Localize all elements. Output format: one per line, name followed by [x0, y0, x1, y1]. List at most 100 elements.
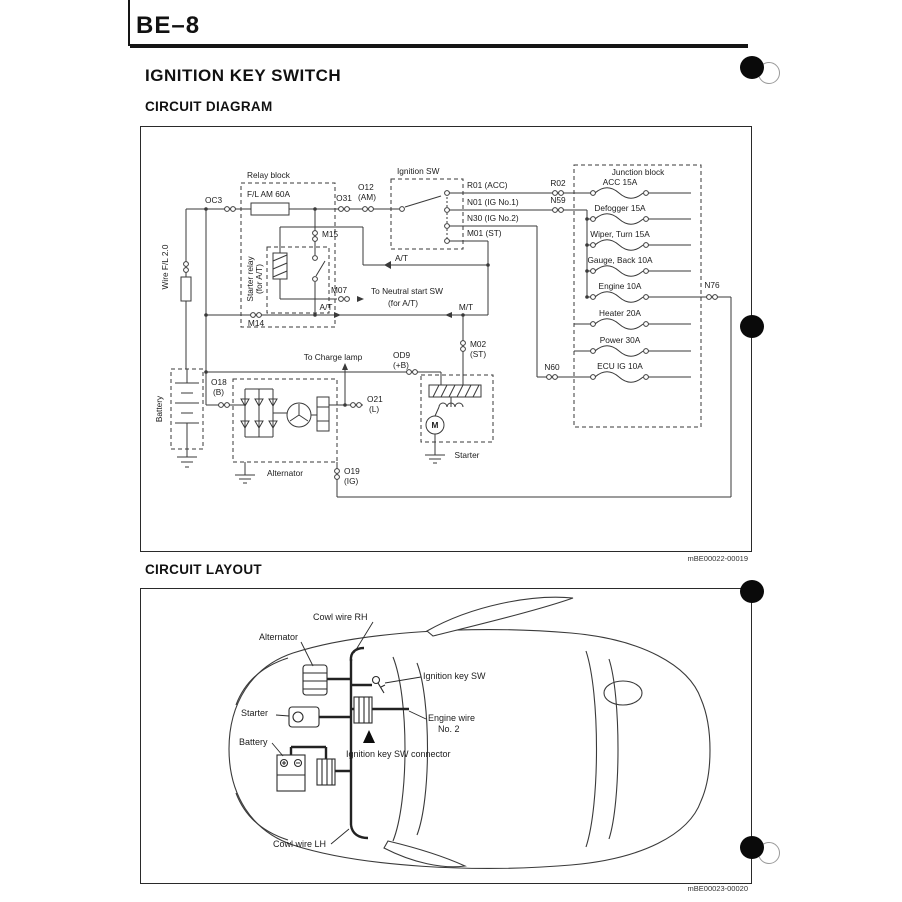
starter-relay-box: [266, 246, 330, 314]
mt-m14-label: M/T: [459, 302, 473, 312]
ignition-contact-am: [399, 206, 405, 212]
connector-circles: [183, 190, 718, 480]
at-coil-label: A/T: [395, 253, 408, 263]
charge-lamp-label: To Charge lamp: [304, 352, 363, 362]
rear-window-line: [585, 650, 598, 848]
o18-pin-label: (B): [213, 387, 224, 397]
connector-n59: [552, 207, 558, 213]
connector-o19: [334, 468, 340, 474]
n30-label: N30 (IG No.2): [467, 213, 519, 223]
connector-m14: [250, 312, 256, 318]
relay-contact: [312, 255, 318, 261]
m02-label: M02: [470, 339, 487, 349]
header-rule: [130, 44, 748, 48]
starter-relay-label-1: Starter relay: [245, 256, 255, 302]
connector-od9: [406, 369, 412, 375]
junction-block-label: Junction block: [612, 167, 665, 177]
circuit-diagram-svg: Relay block F/L AM 60A OC3 O31 O12 (AM) …: [154, 164, 732, 498]
section-title-circuit-diagram: CIRCUIT DIAGRAM: [145, 99, 273, 114]
neutral-sw-label-2: (for A/T): [388, 298, 418, 308]
body-swoosh-top: [426, 596, 574, 637]
battery-label: Battery: [154, 395, 164, 422]
alternator-symbol: [235, 388, 337, 484]
connector-n60: [546, 374, 552, 380]
arrow-mt-m14: [445, 312, 452, 318]
page-title: IGNITION KEY SWITCH: [145, 66, 342, 85]
connector-r02: [552, 190, 558, 196]
fuse-gauge-label: Gauge, Back 10A: [587, 255, 653, 265]
starter-symbol: [425, 384, 482, 464]
engine-wire-label-2: No. 2: [438, 724, 460, 734]
battery-layout-label: Battery: [239, 737, 268, 747]
at-m14-label: A/T: [320, 302, 333, 312]
arrow-at-coil: [384, 261, 391, 269]
starter-relay-label-2: (for A/T): [254, 264, 264, 294]
registration-dot-3: [740, 580, 764, 603]
battery-symbol: [175, 369, 199, 468]
junction-box-icon: [353, 696, 373, 724]
registration-dot-4: [740, 836, 764, 859]
arrow-charge-lamp: [342, 363, 348, 370]
junction-dots: [204, 207, 589, 407]
m14-label: M14: [248, 318, 265, 328]
starter-layout-label: Starter: [241, 708, 268, 718]
connector-m07: [338, 296, 344, 302]
o19-pin-label: (IG): [344, 476, 359, 486]
engine-wire-label-1: Engine wire: [428, 713, 475, 723]
battery-icon: [276, 754, 306, 792]
o21-label: O21: [367, 394, 383, 404]
registration-dot-2: [740, 315, 764, 338]
connector-o31: [338, 206, 344, 212]
m07-label: M07: [331, 285, 348, 295]
oc3-label: OC3: [205, 195, 222, 205]
junction-block-box: [573, 164, 702, 428]
figure1-code: mBE00022-00019: [687, 554, 748, 563]
connector-o12: [362, 206, 368, 212]
fuse-ecu-ig-label: ECU IG 10A: [597, 361, 643, 371]
r02-label: R02: [550, 178, 566, 188]
section-title-circuit-layout: CIRCUIT LAYOUT: [145, 562, 262, 577]
m15-label: M15: [322, 229, 339, 239]
fusible-link-symbol: [180, 276, 192, 302]
od9-pin-label: (+B): [393, 360, 409, 370]
starter-relay-coil: [272, 252, 288, 280]
fuse-defogger-label: Defogger 15A: [594, 203, 646, 213]
registration-dot-1: [740, 56, 764, 79]
battery-branch: [289, 745, 351, 773]
n60-label: N60: [544, 362, 560, 372]
page-code: BE–8: [136, 12, 201, 39]
m02-pin-label: (ST): [470, 349, 486, 359]
o19-label: O19: [344, 466, 360, 476]
windshield-line: [392, 656, 406, 842]
fuse-heater-label: Heater 20A: [599, 308, 641, 318]
relay-box-icon: [316, 758, 336, 786]
n01-label: N01 (IG No.1): [467, 197, 519, 207]
leader-lines: [271, 621, 427, 845]
circuit-layout-svg: Cowl wire RH Alternator Ignition key SW …: [228, 596, 711, 869]
ignition-sw-box: [390, 178, 464, 250]
cowl-wire-rh-label: Cowl wire RH: [313, 612, 368, 622]
connector-oc3: [224, 206, 230, 212]
flow-arrows: [334, 261, 452, 370]
body-swoosh-bottom: [383, 840, 467, 868]
connector-o21: [350, 402, 356, 408]
fuse-fl-am-label: F/L AM 60A: [247, 189, 291, 199]
circuit-layout-figure: Cowl wire RH Alternator Ignition key SW …: [140, 588, 752, 884]
relay-block-label: Relay block: [247, 170, 291, 180]
connector-n76: [706, 294, 712, 300]
r01-label: R01 (ACC): [467, 180, 508, 190]
o31-label: O31: [336, 193, 352, 203]
starter-label: Starter: [455, 450, 480, 460]
o21-pin-label: (L): [369, 404, 379, 414]
connector-arrow: [363, 730, 375, 743]
m01-label: M01 (ST): [467, 228, 502, 238]
connector-fusible-link: [183, 261, 189, 267]
ign-key-sw-connector-label: Ignition key SW connector: [346, 749, 451, 759]
motor-m-label: M: [432, 420, 439, 430]
neutral-sw-label-1: To Neutral start SW: [371, 286, 443, 296]
connector-m15: [312, 230, 318, 236]
ignition-sw-label: Ignition SW: [397, 166, 440, 176]
ignition-key-sw-icon: [371, 675, 386, 694]
arrow-neutral-sw: [357, 296, 364, 302]
circuit-diagram-figure: Relay block F/L AM 60A OC3 O31 O12 (AM) …: [140, 126, 752, 552]
